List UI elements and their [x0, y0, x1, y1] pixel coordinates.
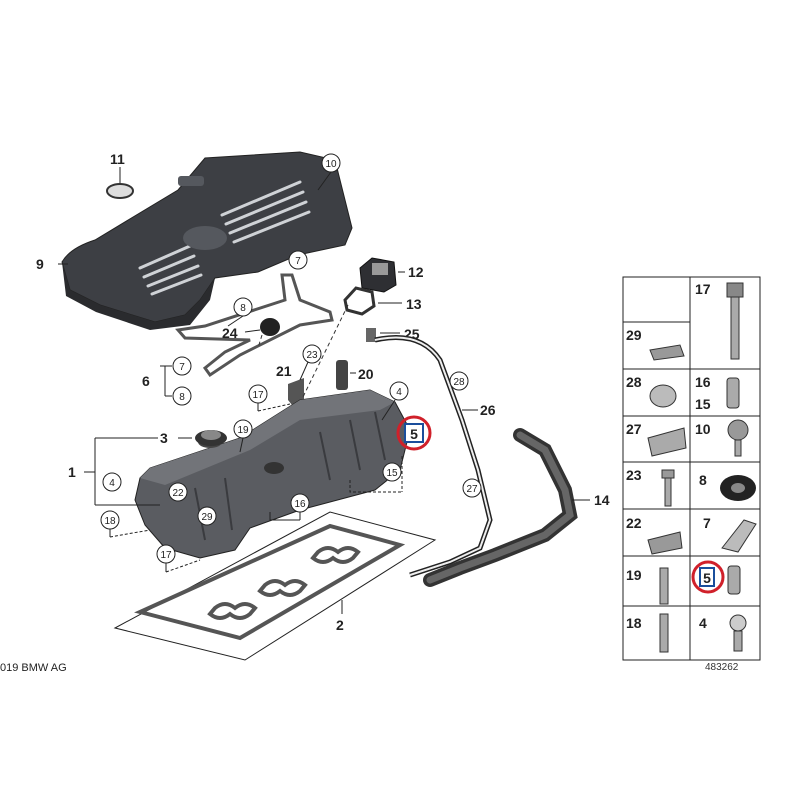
callout-26[interactable]: 26 [480, 402, 496, 418]
callout-4a[interactable]: 4 [109, 478, 115, 489]
grid-cell-23[interactable]: 23 [626, 467, 675, 507]
engine-cover[interactable] [61, 151, 353, 330]
grid-label-19: 19 [626, 567, 642, 583]
callout-29[interactable]: 29 [201, 512, 213, 523]
grid-cell-29[interactable]: 29 [626, 327, 685, 361]
grid-cell-22[interactable]: 22 [626, 515, 683, 555]
grid-cell-4[interactable]: 4 [699, 614, 747, 652]
seal-ring-part[interactable] [195, 430, 227, 446]
callout-16[interactable]: 16 [294, 499, 306, 510]
callout-11[interactable]: 11 [110, 151, 125, 167]
highlight-ring [396, 415, 432, 451]
diagram-reference-number: 483262 [705, 662, 739, 673]
grid-cell-27[interactable]: 27 [626, 421, 687, 457]
oil-cap-seal-part[interactable] [343, 286, 376, 316]
callout-10[interactable]: 10 [325, 159, 337, 170]
grid-cell-28[interactable]: 28 [626, 374, 677, 408]
callout-5-highlighted[interactable]: 5 [410, 426, 418, 442]
crankcase-vent-pipe[interactable] [423, 428, 578, 587]
grid-label-29: 29 [626, 327, 642, 343]
vent-hose[interactable] [374, 335, 493, 578]
grid-highlight-ring [691, 560, 725, 594]
parts-grid [622, 276, 761, 661]
copyright-text: 019 BMW AG [0, 662, 67, 674]
grid-label-10: 10 [695, 421, 711, 437]
valve-cover-gasket[interactable] [113, 511, 437, 661]
emblem-part[interactable] [106, 183, 134, 199]
grid-label-5-highlighted: 5 [703, 570, 711, 586]
cover-gasket-part[interactable] [175, 273, 334, 378]
grid-cell-19[interactable]: 19 [626, 567, 669, 605]
grid-label-16: 16 [695, 374, 711, 390]
callout-23[interactable]: 23 [306, 350, 318, 361]
callout-20[interactable]: 20 [358, 366, 374, 382]
grid-label-15: 15 [695, 396, 711, 412]
callout-19[interactable]: 19 [237, 425, 249, 436]
grid-label-17: 17 [695, 281, 711, 297]
callout-18[interactable]: 18 [104, 516, 116, 527]
grid-label-22: 22 [626, 515, 642, 531]
grid-label-7: 7 [703, 515, 711, 531]
callout-8b[interactable]: 8 [179, 392, 185, 403]
callout-1[interactable]: 1 [68, 464, 76, 480]
sensor-part[interactable] [336, 360, 348, 390]
callout-21[interactable]: 21 [276, 363, 292, 379]
grid-cell-16-15[interactable]: 16 15 [695, 374, 740, 412]
grid-label-8: 8 [699, 472, 707, 488]
grid-cell-17[interactable]: 17 [695, 281, 744, 360]
grid-label-4: 4 [699, 615, 707, 631]
grid-cell-18[interactable]: 18 [626, 613, 669, 653]
hose-connector-part[interactable] [366, 328, 376, 342]
callout-3[interactable]: 3 [160, 430, 168, 446]
grid-label-23: 23 [626, 467, 642, 483]
cylinder-head-cover[interactable] [134, 389, 411, 559]
grid-cell-7[interactable]: 7 [703, 515, 757, 553]
callout-15[interactable]: 15 [386, 468, 398, 479]
oil-cap-part[interactable] [359, 257, 397, 293]
grid-cell-8[interactable]: 8 [699, 472, 756, 501]
grid-label-27: 27 [626, 421, 642, 437]
grid-cell-10[interactable]: 10 [695, 419, 749, 457]
rubber-plug-part[interactable] [260, 318, 280, 336]
callout-7a[interactable]: 7 [295, 256, 301, 267]
callout-13[interactable]: 13 [406, 296, 422, 312]
callout-6[interactable]: 6 [142, 373, 150, 389]
callout-7b[interactable]: 7 [179, 362, 185, 373]
callout-9[interactable]: 9 [36, 256, 44, 272]
callout-17a[interactable]: 17 [252, 390, 264, 401]
callout-14[interactable]: 14 [594, 492, 610, 508]
callout-22[interactable]: 22 [172, 488, 184, 499]
callout-28[interactable]: 28 [453, 377, 465, 388]
callout-8a[interactable]: 8 [240, 303, 246, 314]
callout-17b[interactable]: 17 [160, 550, 172, 561]
grid-cell-5[interactable]: 5 [691, 560, 741, 595]
grid-label-28: 28 [626, 374, 642, 390]
callout-12[interactable]: 12 [408, 264, 424, 280]
callout-24[interactable]: 24 [222, 325, 238, 341]
grid-label-18: 18 [626, 615, 642, 631]
callout-2[interactable]: 2 [336, 617, 344, 633]
callout-27[interactable]: 27 [466, 484, 478, 495]
callout-4b[interactable]: 4 [396, 387, 402, 398]
